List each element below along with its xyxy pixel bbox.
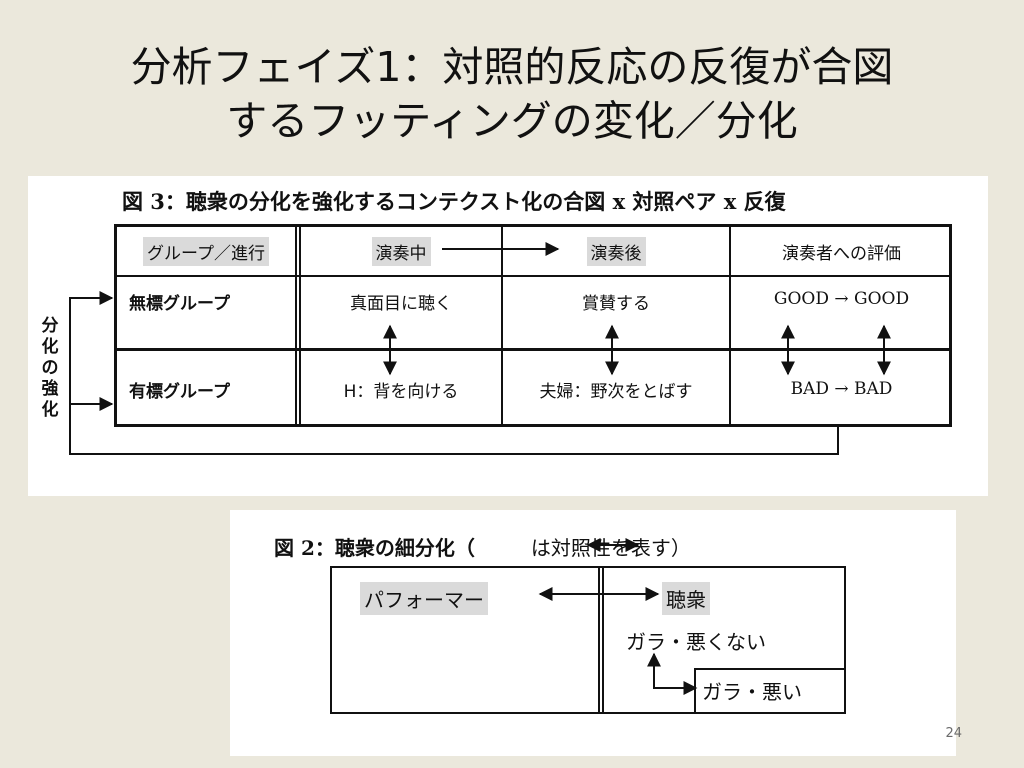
bad-label: ガラ・悪い	[702, 680, 802, 704]
header-evaluation: 演奏者への評価	[731, 227, 952, 275]
page-number: 24	[945, 726, 962, 741]
header-during: 演奏中	[301, 227, 501, 275]
figure-3-caption: 図 3：聴衆の分化を強化するコンテクスト化の合図 x 対照ペア x 反復	[122, 189, 786, 214]
performer-label: パフォーマー	[360, 582, 488, 615]
row-unmarked-label: 無標グループ	[129, 294, 230, 314]
slide-title-line-2: するフッティングの変化／分化	[226, 97, 798, 145]
slide-title: 分析フェイズ1：対照的反応の反復が合図 するフッティングの変化／分化	[0, 40, 1024, 148]
header-after-text: 演奏後	[586, 236, 646, 266]
row-unmarked-evaluation: GOOD → GOOD	[773, 289, 910, 309]
header-group-progress: グループ／進行	[117, 227, 295, 275]
row-marked-label: 有標グループ	[129, 381, 230, 402]
header-during-text: 演奏中	[371, 236, 431, 266]
box-divider	[598, 568, 600, 712]
not-bad-label: ガラ・悪くない	[626, 630, 766, 654]
row-unmarked-after: 賞賛する	[582, 294, 650, 314]
header-evaluation-text: 演奏者への評価	[782, 243, 901, 264]
slide-title-line-1: 分析フェイズ1：対照的反応の反復が合図	[130, 43, 894, 91]
side-label-reinforcement: 分化の強化	[41, 316, 59, 420]
row-marked-evaluation: BAD → BAD	[790, 379, 893, 399]
header-group-progress-text: グループ／進行	[143, 236, 269, 266]
figure-2-panel: 図 2：聴衆の細分化（ は対照性を表す） パフォーマー 聴衆 ガラ・悪くない ガラ…	[230, 510, 956, 756]
figure-2-caption: 図 2：聴衆の細分化（ は対照性を表す）	[274, 532, 691, 561]
column-divider	[295, 227, 297, 424]
figure-2-caption-text: 図 2：聴衆の細分化（	[274, 536, 475, 560]
row-divider	[117, 275, 949, 277]
row-marked-during: H：背を向ける	[343, 381, 459, 402]
audience-label: 聴衆	[662, 582, 710, 615]
box-divider	[602, 568, 604, 712]
figure-3-panel: 図 3：聴衆の分化を強化するコンテクスト化の合図 x 対照ペア x 反復 グルー…	[28, 176, 988, 496]
row-marked-after: 夫婦：野次をとばす	[539, 381, 693, 402]
figure-3-table: グループ／進行 演奏中 演奏後 演奏者への評価 無標グループ 真面目に聴く 賞賛…	[114, 224, 952, 427]
header-after: 演奏後	[503, 227, 729, 275]
figure-2-caption-tail: は対照性を表す）	[530, 536, 691, 560]
row-unmarked-during: 真面目に聴く	[350, 294, 452, 314]
